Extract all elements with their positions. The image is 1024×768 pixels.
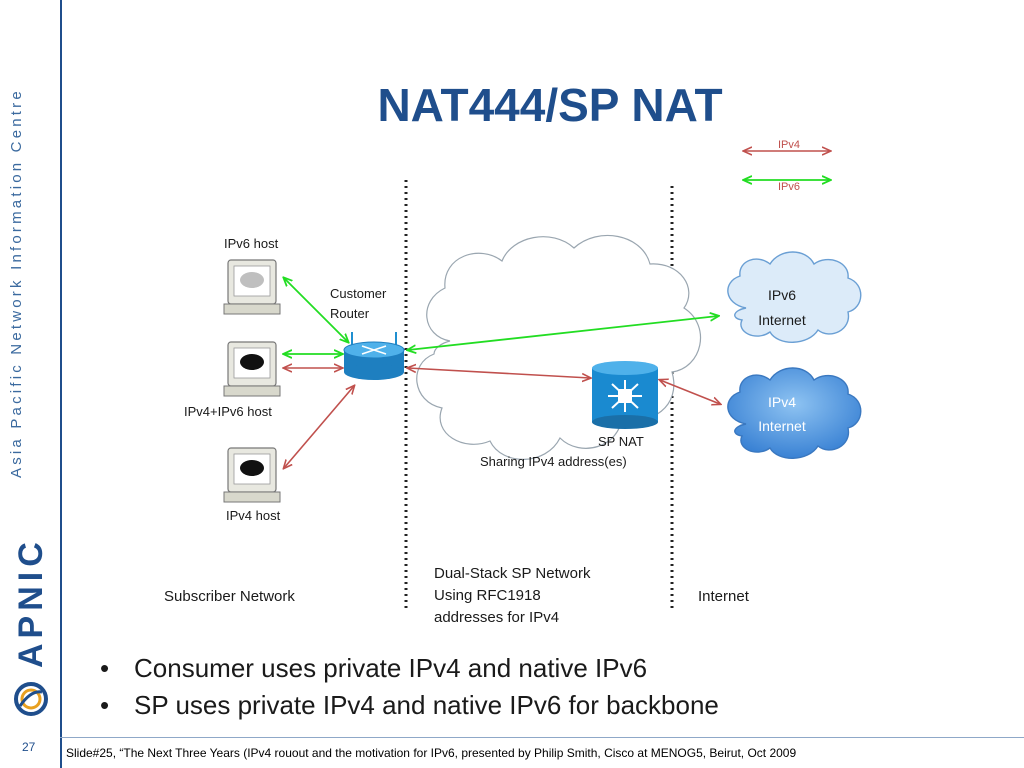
zone-label-subscriber: Subscriber Network — [164, 588, 295, 605]
ipv4-link-sp-nat-ipv4-internet — [660, 380, 720, 404]
ipv4-link-ipv4-host-router — [284, 386, 354, 468]
ipv6-link-router-ipv6-internet — [408, 316, 718, 350]
sidebar: Asia Pacific Network Information Centre … — [0, 0, 60, 768]
ipv4-internet-label-line2: Internet — [758, 418, 806, 434]
sp-nat-device-icon — [592, 361, 658, 429]
apnic-wordmark: APNIC — [12, 537, 50, 668]
sidebar-divider — [60, 0, 62, 768]
ipv6-internet-label-line1: IPv6 — [768, 287, 796, 303]
ipv6-host-label: IPv6 host — [224, 236, 279, 251]
slide-title: NAT444/SP NAT — [377, 79, 723, 131]
bullet-list: Consumer uses private IPv4 and native IP… — [96, 650, 719, 724]
footer-divider — [60, 737, 1024, 738]
ipv4-host-computer-icon — [223, 447, 281, 503]
legend: IPv4 IPv6 — [744, 139, 830, 193]
sp-nat-label-line1: SP NAT — [598, 434, 644, 449]
customer-router-label-line2: Router — [330, 306, 370, 321]
zone-label-sp-line3: addresses for IPv4 — [434, 609, 559, 626]
slide-number: 27 — [22, 740, 36, 754]
zone-label-sp-line2: Using RFC1918 — [434, 587, 541, 604]
network-diagram: IPv4 IPv6 IPv6 Internet IPv4 Internet IP… — [150, 136, 866, 636]
legend-ipv6-label: IPv6 — [778, 181, 800, 193]
zone-label-sp-line1: Dual-Stack SP Network — [434, 565, 591, 582]
ipv6-internet-label-line2: Internet — [758, 312, 806, 328]
customer-router-label-line1: Customer — [330, 286, 387, 301]
source-footnote: Slide#25, “The Next Three Years (IPv4 ro… — [66, 746, 797, 760]
ipv4-internet-cloud — [727, 367, 862, 459]
ipv4-host-label: IPv4 host — [226, 508, 281, 523]
sp-nat-label-line2: Sharing IPv4 address(es) — [480, 454, 627, 469]
ipv4-link-router-sp-nat — [408, 368, 590, 378]
dual-stack-host-computer-icon — [223, 341, 281, 397]
bullet-item: Consumer uses private IPv4 and native IP… — [96, 650, 719, 687]
customer-router-icon — [343, 332, 405, 380]
ipv6-link-ipv6-host-router — [284, 278, 348, 342]
legend-ipv4-label: IPv4 — [778, 139, 800, 151]
apnic-logo-icon — [14, 682, 48, 716]
ipv6-host-computer-icon — [223, 259, 281, 315]
dual-stack-host-label: IPv4+IPv6 host — [184, 404, 272, 419]
zone-label-internet: Internet — [698, 588, 750, 605]
ipv4-internet-label-line1: IPv4 — [768, 394, 796, 410]
ipv6-internet-cloud — [727, 251, 862, 343]
bullet-item: SP uses private IPv4 and native IPv6 for… — [96, 687, 719, 724]
org-name: Asia Pacific Network Information Centre — [8, 88, 25, 478]
sp-network-cloud — [416, 234, 701, 460]
